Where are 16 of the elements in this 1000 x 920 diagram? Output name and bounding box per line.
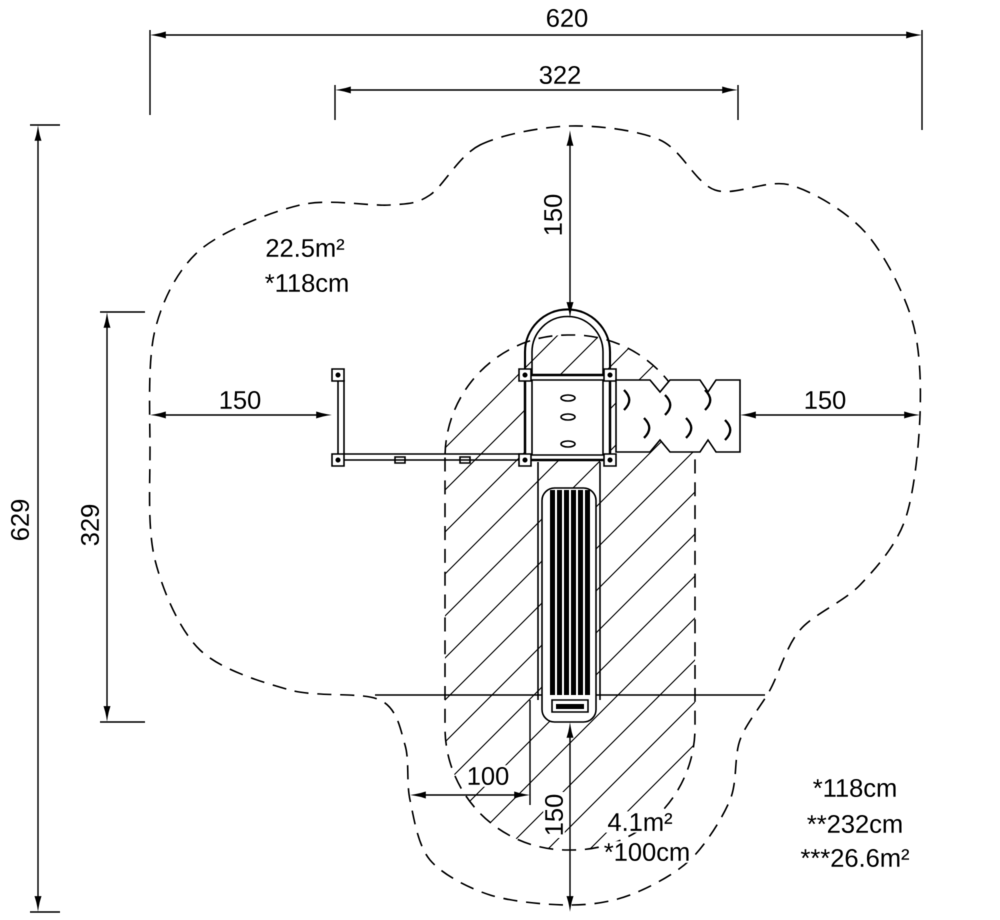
dimension-label: 150 (543, 792, 565, 838)
dimension-label: 150 (542, 192, 564, 238)
dimension-label: 100 (465, 765, 512, 787)
note-text: **232cm (805, 813, 905, 835)
area-label: 22.5m² (264, 237, 346, 259)
note-text: ***26.6m² (798, 847, 912, 869)
dimension-label: 620 (544, 7, 590, 29)
area-label: 4.1m² (606, 811, 674, 833)
dimension-label: 629 (9, 496, 31, 543)
dimension-label: 322 (537, 64, 584, 86)
dimension-label: 150 (802, 389, 848, 411)
note-text: *118cm (811, 777, 900, 799)
area-label: *118cm (263, 272, 352, 294)
area-label: *100cm (602, 841, 692, 863)
dimension-label: 150 (216, 389, 264, 411)
dimension-label: 329 (79, 502, 101, 548)
